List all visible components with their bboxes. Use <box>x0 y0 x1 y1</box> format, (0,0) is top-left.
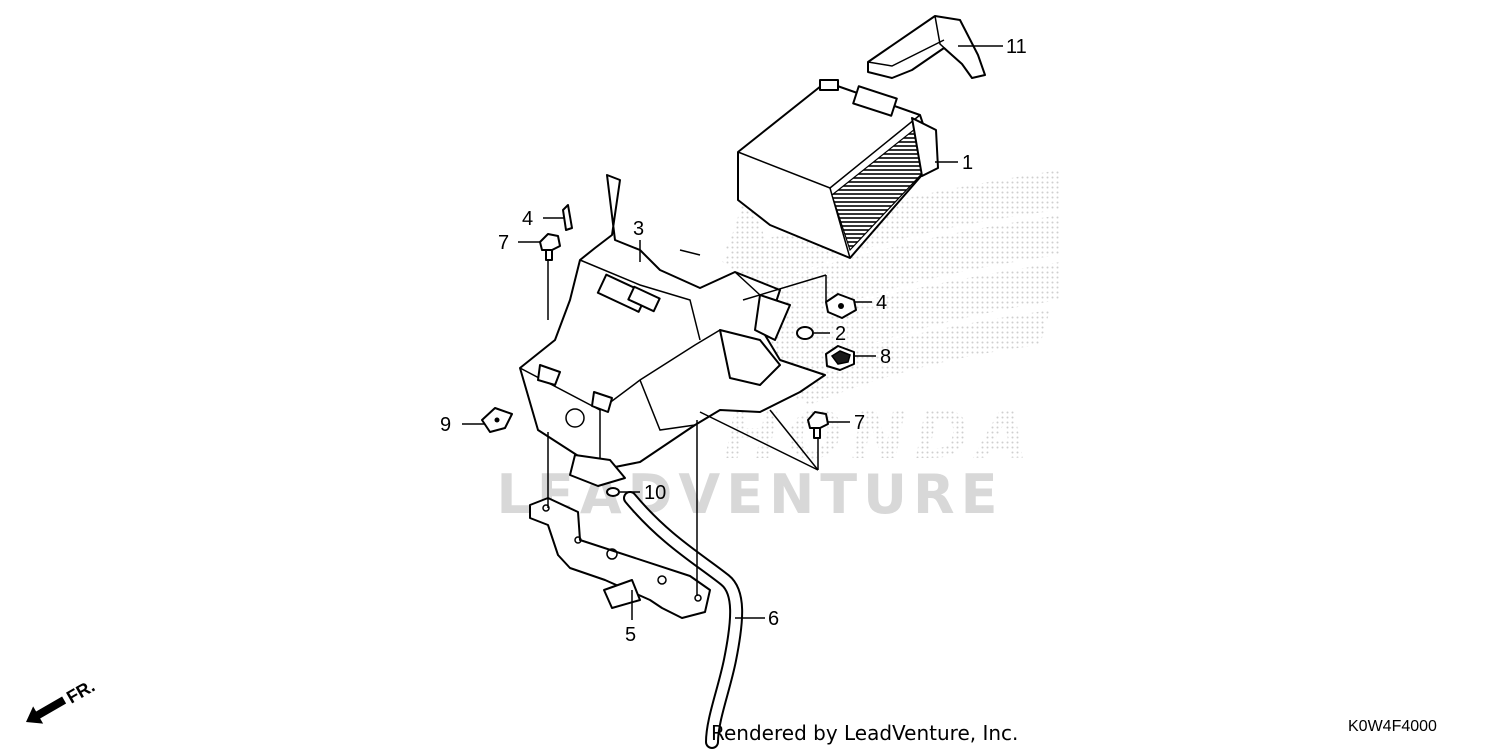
battery-part <box>737 79 939 259</box>
clip-part-left <box>481 407 513 433</box>
front-arrow-icon <box>26 696 67 724</box>
honda-wordmark-watermark: HONDA <box>724 397 1036 474</box>
grommet-part <box>796 326 814 340</box>
callout-1: 1 <box>962 152 973 174</box>
nut-part <box>825 345 855 371</box>
callout-6: 6 <box>768 608 779 630</box>
callout-leaders <box>462 45 1003 619</box>
battery-strap-part <box>867 15 986 79</box>
callout-10: 10 <box>644 482 666 504</box>
callout-7-upper: 7 <box>498 232 509 254</box>
callout-2: 2 <box>835 323 846 345</box>
alignment-lines <box>547 260 827 620</box>
front-label: FR. <box>63 676 98 708</box>
callout-3: 3 <box>633 218 644 240</box>
callout-7-lower: 7 <box>854 412 865 434</box>
band-part <box>606 487 620 497</box>
callout-11: 11 <box>1006 36 1027 58</box>
callout-4-right: 4 <box>876 292 887 314</box>
bracket-part <box>529 497 711 619</box>
bolt-part-lower <box>807 411 829 439</box>
tube-part <box>623 491 744 749</box>
callout-4-upper: 4 <box>522 208 533 230</box>
battery-box-part <box>519 174 826 487</box>
front-direction-indicator: FR. <box>26 676 98 724</box>
clip-part-upper <box>562 204 573 231</box>
callout-9: 9 <box>440 414 451 436</box>
honda-wing-watermark <box>720 170 1060 405</box>
diagram-code: K0W4F4000 <box>1348 718 1437 735</box>
clip-nut-part-right <box>825 293 857 319</box>
footer-rendered-by: Rendered by LeadVenture, Inc. <box>711 721 1018 745</box>
callout-labels: 11 1 3 4 7 4 2 8 9 7 10 5 6 <box>440 36 1027 646</box>
callout-8: 8 <box>880 346 891 368</box>
bolt-part-upper <box>539 233 561 261</box>
callout-5: 5 <box>625 624 636 646</box>
